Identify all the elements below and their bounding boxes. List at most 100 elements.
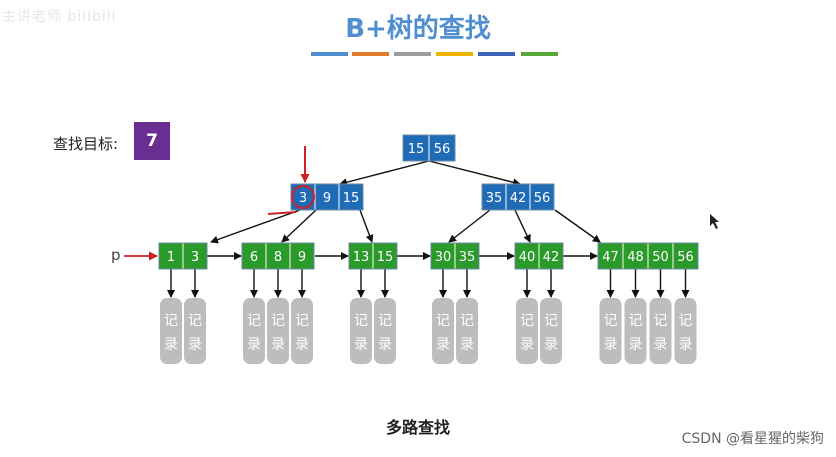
node-key: 30 [435,250,452,265]
node-cell [481,183,507,211]
node-key: 3 [299,191,307,206]
node-key: 40 [519,250,536,265]
record-block: 记录 [160,298,182,364]
record-label: 录 [436,337,450,353]
title-bar-segment [394,52,431,56]
search-highlight [124,146,719,261]
node-key: 8 [274,250,282,265]
record-block: 记录 [624,298,647,364]
node-cell [597,242,624,270]
record-block: 记录 [432,298,454,364]
node-key: 47 [602,250,619,265]
node-key: 56 [677,250,694,265]
record-shape [243,298,265,364]
record-label: 记 [295,313,309,329]
node-key: 48 [627,250,644,265]
record-label: 录 [520,337,534,353]
node-outline [241,242,315,270]
record-shape [516,298,538,364]
record-shape [456,298,478,364]
node-key: 9 [323,191,331,206]
node-outline [597,242,699,270]
record-block: 记录 [184,298,206,364]
node-outline [514,242,564,270]
record-shape [374,298,396,364]
node-key: 15 [377,250,394,265]
record-block: 记录 [267,298,289,364]
edge-root-left [339,160,430,187]
record-label: 记 [460,313,474,329]
title-bar-segment [436,52,473,56]
record-label: 记 [520,313,534,329]
node-key: 56 [534,191,551,206]
record-label: 录 [604,337,618,353]
record-shape [432,298,454,364]
node-key: 42 [543,250,560,265]
title-bar-segment [352,52,389,56]
highlight-underline [267,211,297,215]
record-shape [540,298,562,364]
record-label: 录 [654,337,668,353]
node-key: 15 [408,142,425,157]
record-label: 录 [164,337,178,353]
edge-internal-leaf [514,209,531,243]
record-block: 记录 [599,298,622,364]
record-block: 记录 [516,298,538,364]
watermark-bottom: CSDN @看星猩的柴狗 [681,431,824,447]
record-label: 记 [247,313,261,329]
edge-internal-leaf [210,209,301,244]
node-key: 3 [191,250,199,265]
node-cell [182,242,208,270]
record-block: 记录 [674,298,697,364]
title-bar-segment [478,52,515,56]
record-label: 录 [544,337,558,353]
internal-node: 3 9 15 [290,183,364,211]
node-outline [348,242,398,270]
record-label: 录 [354,337,368,353]
record-label: 记 [188,313,202,329]
leaf-node: 40 42 [514,242,564,270]
record-label: 记 [654,313,668,329]
node-outline [481,183,555,211]
record-label: 记 [629,313,643,329]
node-key: 15 [343,191,360,206]
record-label: 录 [188,337,202,353]
node-key: 35 [486,191,503,206]
record-block: 记录 [291,298,313,364]
record-label: 录 [295,337,309,353]
leaf-node: 13 15 [348,242,398,270]
node-outline [402,134,456,162]
record-label: 记 [544,313,558,329]
search-target-label: 查找目标: [53,135,119,153]
edge-root-right [428,160,521,187]
record-label: 录 [629,337,643,353]
highlight-circle [291,185,315,209]
record-shape [599,298,622,364]
record-label: 记 [604,313,618,329]
record-label: 记 [378,313,392,329]
record-label: 记 [271,313,285,329]
record-label: 录 [247,337,261,353]
watermark-top: 主讲老师 bilibili [2,9,117,25]
node-cell [428,134,456,162]
diagram-caption: 多路查找 [385,418,450,437]
record-label: 记 [679,313,693,329]
record-shape [674,298,697,364]
node-key: 6 [250,250,258,265]
node-key: 35 [459,250,476,265]
record-block: 记录 [456,298,478,364]
node-key: 13 [353,250,370,265]
tree-edges [167,160,690,298]
node-key: 1 [167,250,175,265]
node-cell [538,242,564,270]
record-shape [160,298,182,364]
record-block: 记录 [350,298,372,364]
search-target-value: 7 [134,122,170,160]
